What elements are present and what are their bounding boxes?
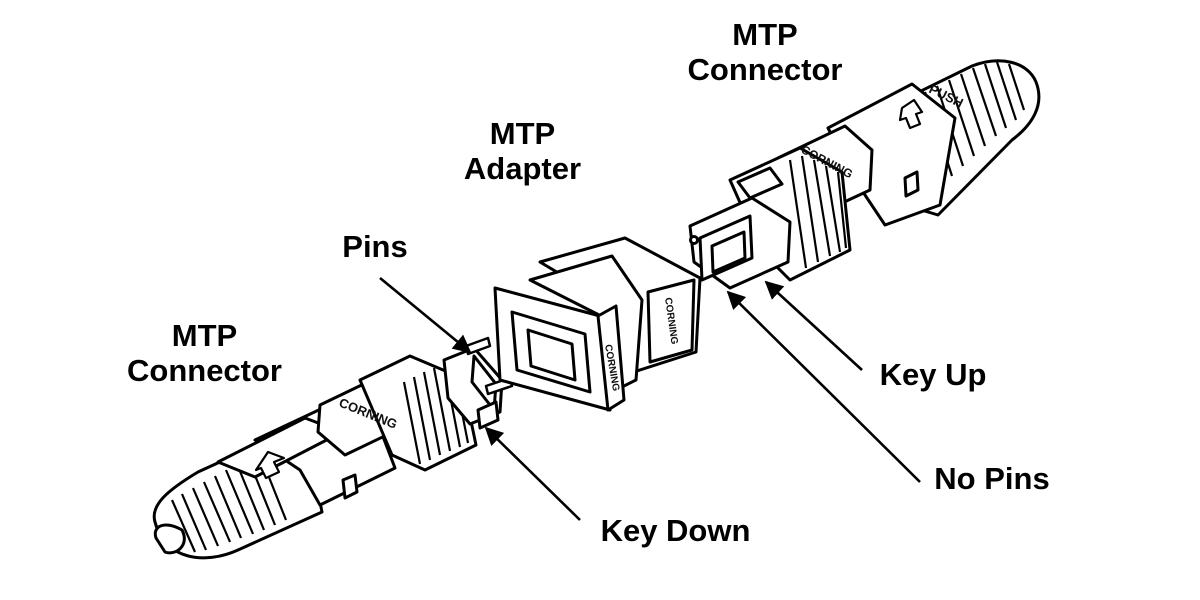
top-connector-label-line1: MTP	[732, 17, 798, 52]
left-connector-label: MTP Connector	[112, 318, 297, 388]
key-down-label: Key Down	[600, 513, 751, 548]
adapter-label-line2: Adapter	[463, 151, 582, 186]
right-connector-key-up-tab	[736, 166, 784, 200]
adapter-back-face	[646, 278, 696, 364]
left-connector-label-line2: Connector	[127, 353, 282, 388]
pins-arrow	[379, 276, 472, 354]
left-connector-boot-ribs	[170, 451, 288, 553]
mtp-adapter-drawing	[493, 236, 702, 412]
right-connector-housing-window	[903, 170, 920, 198]
no-pins-arrow	[726, 290, 921, 483]
adapter-front-slot	[526, 328, 577, 382]
right-connector-pin-hole	[689, 235, 699, 245]
adapter-side-strip	[596, 304, 626, 412]
right-connector-push-arrow-icon	[898, 98, 924, 130]
left-mtp-connector-drawing	[152, 336, 514, 560]
top-connector-label: MTP Connector	[675, 17, 855, 87]
pins-label: Pins	[342, 229, 408, 264]
adapter-label-line1: MTP	[489, 116, 556, 151]
key-up-label: Key Up	[879, 357, 987, 392]
top-connector-label-line2: Connector	[687, 52, 843, 87]
adapter-label: MTP Adapter	[450, 116, 595, 186]
left-connector-housing-window	[341, 473, 359, 500]
left-connector-key-down-tab	[476, 400, 500, 430]
leader-arrows	[379, 276, 921, 521]
right-connector-latch-ribs	[788, 155, 848, 269]
left-connector-push-arrow-icon	[254, 450, 286, 480]
no-pins-label: No Pins	[934, 461, 1050, 496]
left-connector-label-line1: MTP	[171, 318, 238, 353]
key-up-arrow	[764, 280, 863, 371]
left-connector-boot-end	[153, 523, 186, 555]
key-down-arrow	[484, 426, 581, 521]
right-connector-ferrule-slot	[710, 230, 747, 274]
right-mtp-connector-drawing	[688, 59, 1041, 290]
